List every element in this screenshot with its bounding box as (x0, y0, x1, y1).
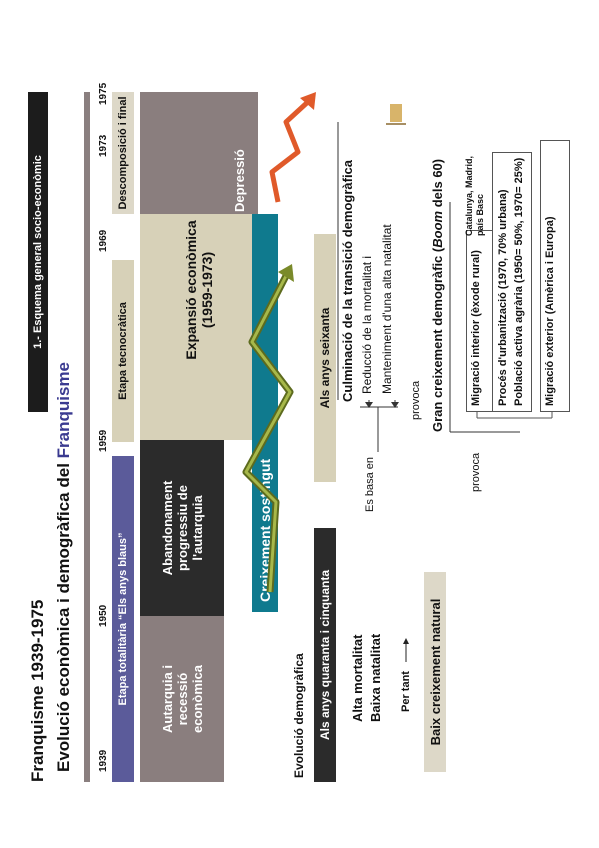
growth-arrow-icon (242, 92, 406, 593)
slide: Franquisme 1939-1975 1.- Esquema general… (20, 68, 580, 812)
therefore-arrow-icon (403, 638, 409, 662)
migration-connector (476, 412, 553, 419)
transition-bracket (337, 122, 399, 452)
external-migration-box: Migració exterior (Amèrica i Europa) (540, 140, 570, 412)
boom-underline (449, 202, 520, 433)
